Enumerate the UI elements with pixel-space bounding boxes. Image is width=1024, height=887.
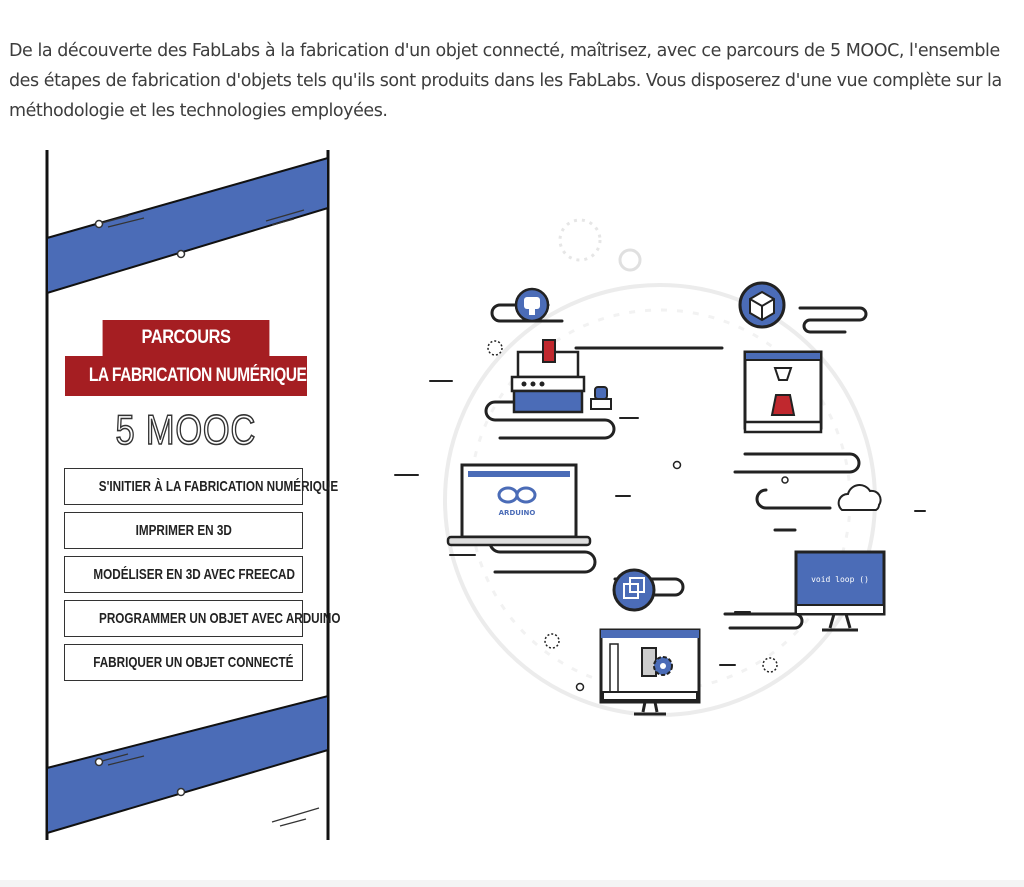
course-label: FABRIQUER UN OBJET CONNECTÉ — [93, 654, 294, 671]
parcours-label: PARCOURS — [102, 320, 270, 356]
wireframe-cube-icon — [612, 568, 656, 612]
mooc-count-text: 5 MOOC — [115, 405, 257, 454]
course-label: PROGRAMMER UN OBJET AVEC ARDUINO — [99, 610, 341, 627]
cloud-icon — [837, 484, 882, 511]
3d-printer-icon — [743, 350, 823, 434]
cad-screen-icon — [599, 628, 701, 716]
robot-icon — [514, 287, 550, 323]
course-item-initier[interactable]: S'INITIER À LA FABRICATION NUMÉRIQUE — [64, 468, 338, 505]
banner-frame — [45, 150, 330, 840]
fablab-illustration: ARDUINO void loop () — [390, 200, 930, 760]
path-title: LA FABRICATION NUMÉRIQUE — [65, 356, 307, 396]
page-footer-strip — [0, 880, 1024, 887]
mooc-count: 5 MOOC — [65, 404, 307, 456]
bottom-blue-stripe — [46, 694, 329, 835]
gear-icon — [653, 656, 673, 676]
course-item-freecad[interactable]: MODÉLISER EN 3D AVEC FREECAD — [64, 556, 303, 593]
course-label: IMPRIMER EN 3D — [135, 522, 232, 539]
arduino-label: ARDUINO — [499, 509, 536, 517]
top-blue-stripe — [46, 156, 329, 295]
cnc-machine-icon — [510, 339, 612, 414]
intro-paragraph: De la découverte des FabLabs à la fabric… — [9, 41, 1002, 121]
course-item-objet-connecte[interactable]: FABRIQUER UN OBJET CONNECTÉ — [64, 644, 303, 681]
course-label: MODÉLISER EN 3D AVEC FREECAD — [93, 566, 295, 583]
course-item-imprimer-3d[interactable]: IMPRIMER EN 3D — [64, 512, 303, 549]
cube-icon — [738, 281, 786, 329]
path-title-text: LA FABRICATION NUMÉRIQUE — [88, 365, 307, 386]
monitor-icon: void loop () — [794, 550, 886, 632]
course-label: S'INITIER À LA FABRICATION NUMÉRIQUE — [98, 478, 339, 495]
code-label: void loop () — [811, 575, 869, 584]
course-item-arduino[interactable]: PROGRAMMER UN OBJET AVEC ARDUINO — [64, 600, 340, 637]
course-path-banner — [44, 150, 332, 840]
laptop-icon: ARDUINO — [446, 463, 592, 547]
